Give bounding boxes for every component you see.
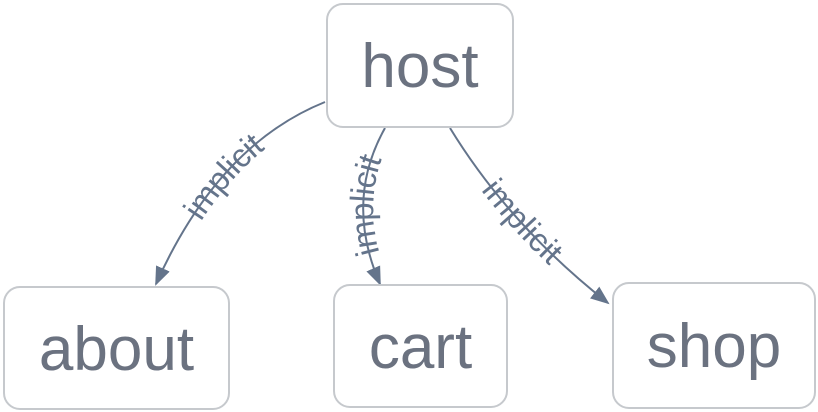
node-shop-label: shop	[647, 312, 781, 381]
edge-label-host-about: implicit	[176, 126, 270, 226]
node-cart-label: cart	[369, 313, 472, 382]
node-shop-box	[612, 282, 816, 409]
node-host: host	[326, 3, 514, 128]
edge-label-group: implicit implicit implicit	[176, 126, 570, 271]
edge-label-text: implicit	[475, 172, 570, 271]
edge-group	[155, 101, 610, 305]
node-about-box	[3, 286, 230, 410]
edge-label-host-cart: implicit	[343, 150, 388, 260]
node-about-label: about	[39, 315, 194, 384]
node-about: about	[3, 286, 230, 410]
edge-label-host-shop: implicit	[475, 172, 570, 271]
edge-host-cart	[362, 127, 386, 286]
node-cart: cart	[333, 284, 508, 408]
edge-host-shop	[449, 127, 610, 305]
node-host-box	[326, 3, 514, 128]
node-shop: shop	[612, 282, 816, 409]
edge-label-text: implicit	[176, 126, 270, 226]
node-host-label: host	[361, 32, 478, 101]
node-cart-box	[333, 284, 508, 408]
edge-host-about	[155, 101, 326, 286]
edge-label-text: implicit	[343, 150, 388, 260]
